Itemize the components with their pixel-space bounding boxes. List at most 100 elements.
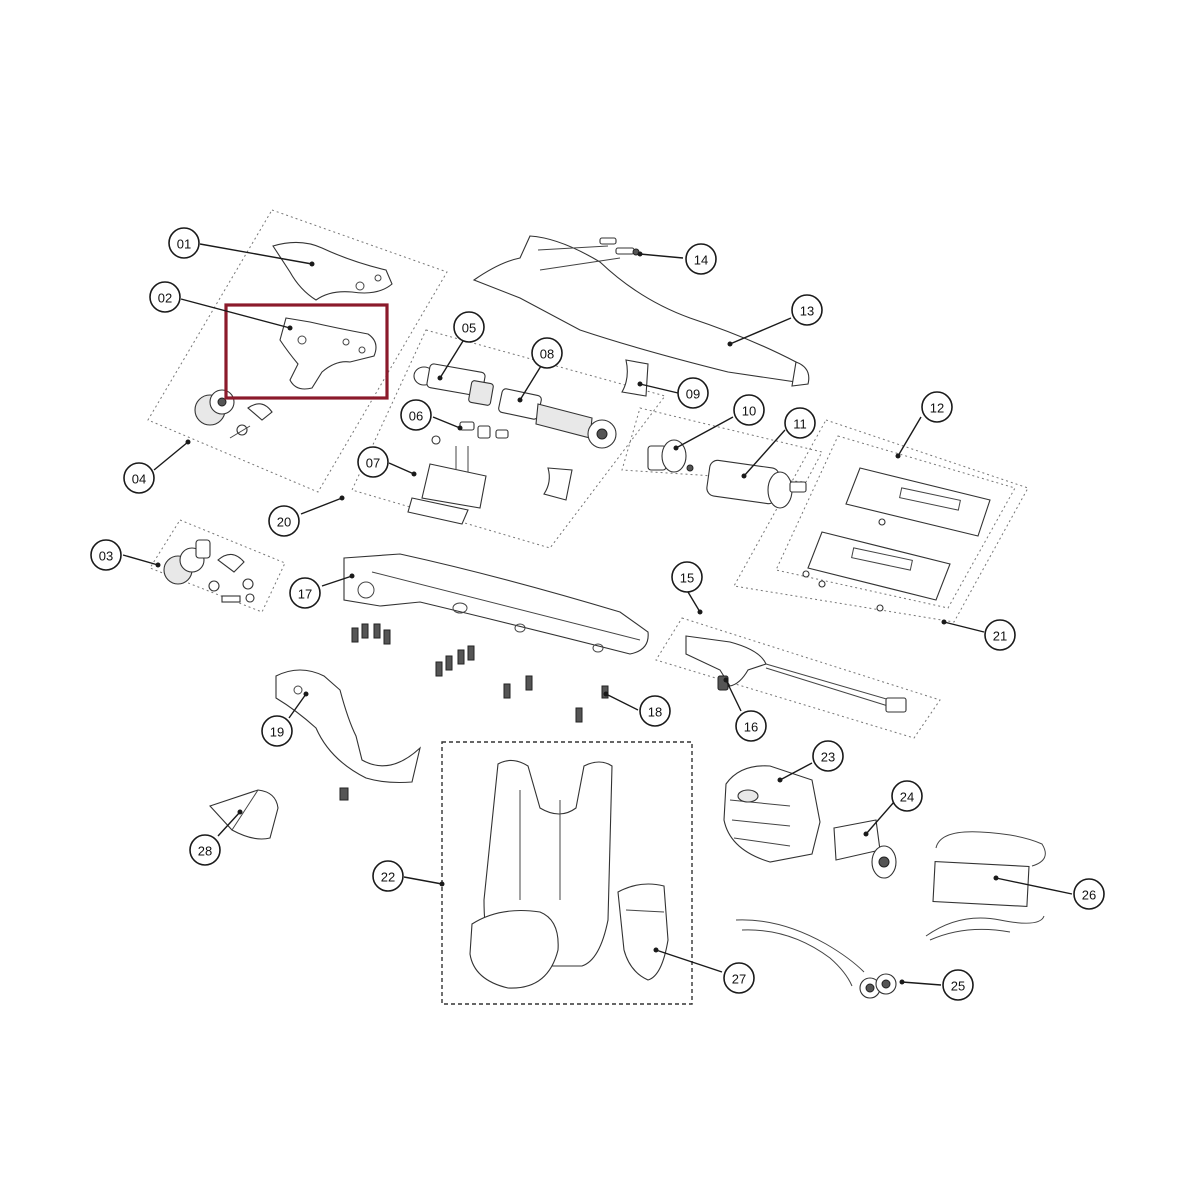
part-label-circle (735, 710, 767, 742)
part-label-03: 03 (90, 539, 122, 571)
part-label-text: 27 (732, 972, 746, 987)
part-label-circle (671, 561, 703, 593)
part-label-04: 04 (123, 462, 155, 494)
part-label-text: 26 (1082, 888, 1096, 903)
vest-22 (469, 759, 613, 989)
part-label-text: 24 (900, 790, 914, 805)
part-label-circle (168, 227, 200, 259)
part-label-circle (372, 860, 404, 892)
trigger-15 (685, 635, 907, 713)
part-label-01: 01 (168, 227, 200, 259)
highlight-frame (224, 303, 389, 400)
part-label-text: 09 (686, 387, 700, 402)
part-label-16: 16 (735, 710, 767, 742)
part-label-23: 23 (812, 740, 844, 772)
part-label-text: 12 (930, 401, 944, 416)
part-label-circle (812, 740, 844, 772)
part-label-circle (189, 834, 221, 866)
part-label-text: 11 (793, 417, 807, 432)
part-label-15: 15 (671, 561, 703, 593)
part-label-19: 19 (261, 715, 293, 747)
part-label-circle (791, 294, 823, 326)
part-label-circle (1073, 878, 1105, 910)
bearing-09 (621, 359, 649, 397)
part-label-13: 13 (791, 294, 823, 326)
part-label-text: 03 (99, 549, 113, 564)
part-label-text: 02 (158, 291, 172, 306)
part-label-25: 25 (942, 969, 974, 1001)
part-label-06: 06 (400, 399, 432, 431)
coupler-10 (647, 439, 694, 473)
part-label-08: 08 (531, 337, 563, 369)
part-label-02: 02 (149, 281, 181, 313)
part-label-26: 26 (1073, 878, 1105, 910)
leader-lines (122, 243, 1073, 986)
blade-lower (279, 317, 377, 390)
part-label-text: 15 (680, 571, 694, 586)
part-label-28: 28 (189, 834, 221, 866)
part-label-text: 28 (198, 844, 212, 859)
part-label-text: 01 (177, 237, 191, 252)
part-label-24: 24 (891, 780, 923, 812)
part-label-text: 10 (742, 404, 756, 419)
part-label-text: 07 (366, 456, 380, 471)
part-label-circle (90, 539, 122, 571)
part-label-circle (268, 505, 300, 537)
pins-06 (431, 421, 509, 445)
part-label-text: 06 (409, 409, 423, 424)
part-label-20: 20 (268, 505, 300, 537)
group-box-motor (621, 407, 823, 483)
part-label-14: 14 (685, 243, 717, 275)
sheath-28 (209, 789, 279, 840)
group-box-21 (733, 419, 1029, 623)
control-unit-12 (802, 467, 991, 612)
group-box-04 (147, 209, 448, 493)
housing-17 (343, 553, 649, 655)
part-label-12: 12 (921, 391, 953, 423)
cable-25 (735, 919, 897, 999)
part-label-circle (149, 281, 181, 313)
battery-23 (723, 765, 821, 863)
part-label-text: 20 (277, 515, 291, 530)
part-label-text: 16 (744, 720, 758, 735)
part-label-text: 04 (132, 472, 146, 487)
part-label-text: 17 (298, 587, 312, 602)
holster-27 (617, 883, 669, 981)
part-label-27: 27 (723, 962, 755, 994)
part-label-22: 22 (372, 860, 404, 892)
group-box-20 (351, 329, 666, 549)
part-label-circle (453, 311, 485, 343)
spindle-08 (498, 388, 617, 449)
part-label-text: 19 (270, 725, 284, 740)
part-label-05: 05 (453, 311, 485, 343)
group-box-03 (149, 519, 286, 613)
shaft-05 (413, 363, 494, 406)
part-label-circle (921, 391, 953, 423)
charger-26 (925, 831, 1046, 941)
part-label-text: 08 (540, 347, 554, 362)
part-label-circle (400, 399, 432, 431)
part-label-circle (723, 962, 755, 994)
gear-assembly-03 (163, 539, 255, 603)
part-label-circle (784, 407, 816, 439)
part-label-text: 25 (951, 979, 965, 994)
part-label-text: 05 (462, 321, 476, 336)
part-label-circle (289, 577, 321, 609)
part-label-circle (984, 619, 1016, 651)
part-label-07: 07 (357, 446, 389, 478)
motor-11 (706, 459, 807, 509)
part-label-text: 22 (381, 870, 395, 885)
part-label-text: 14 (694, 253, 708, 268)
adapter-24 (833, 819, 897, 879)
part-label-text: 23 (821, 750, 835, 765)
part-label-09: 09 (677, 377, 709, 409)
part-label-text: 21 (993, 629, 1007, 644)
part-label-circle (639, 695, 671, 727)
gear-assembly-04 (194, 389, 273, 439)
part-label-10: 10 (733, 394, 765, 426)
part-label-circle (685, 243, 717, 275)
blade-upper (272, 241, 393, 301)
part-label-circle (891, 780, 923, 812)
